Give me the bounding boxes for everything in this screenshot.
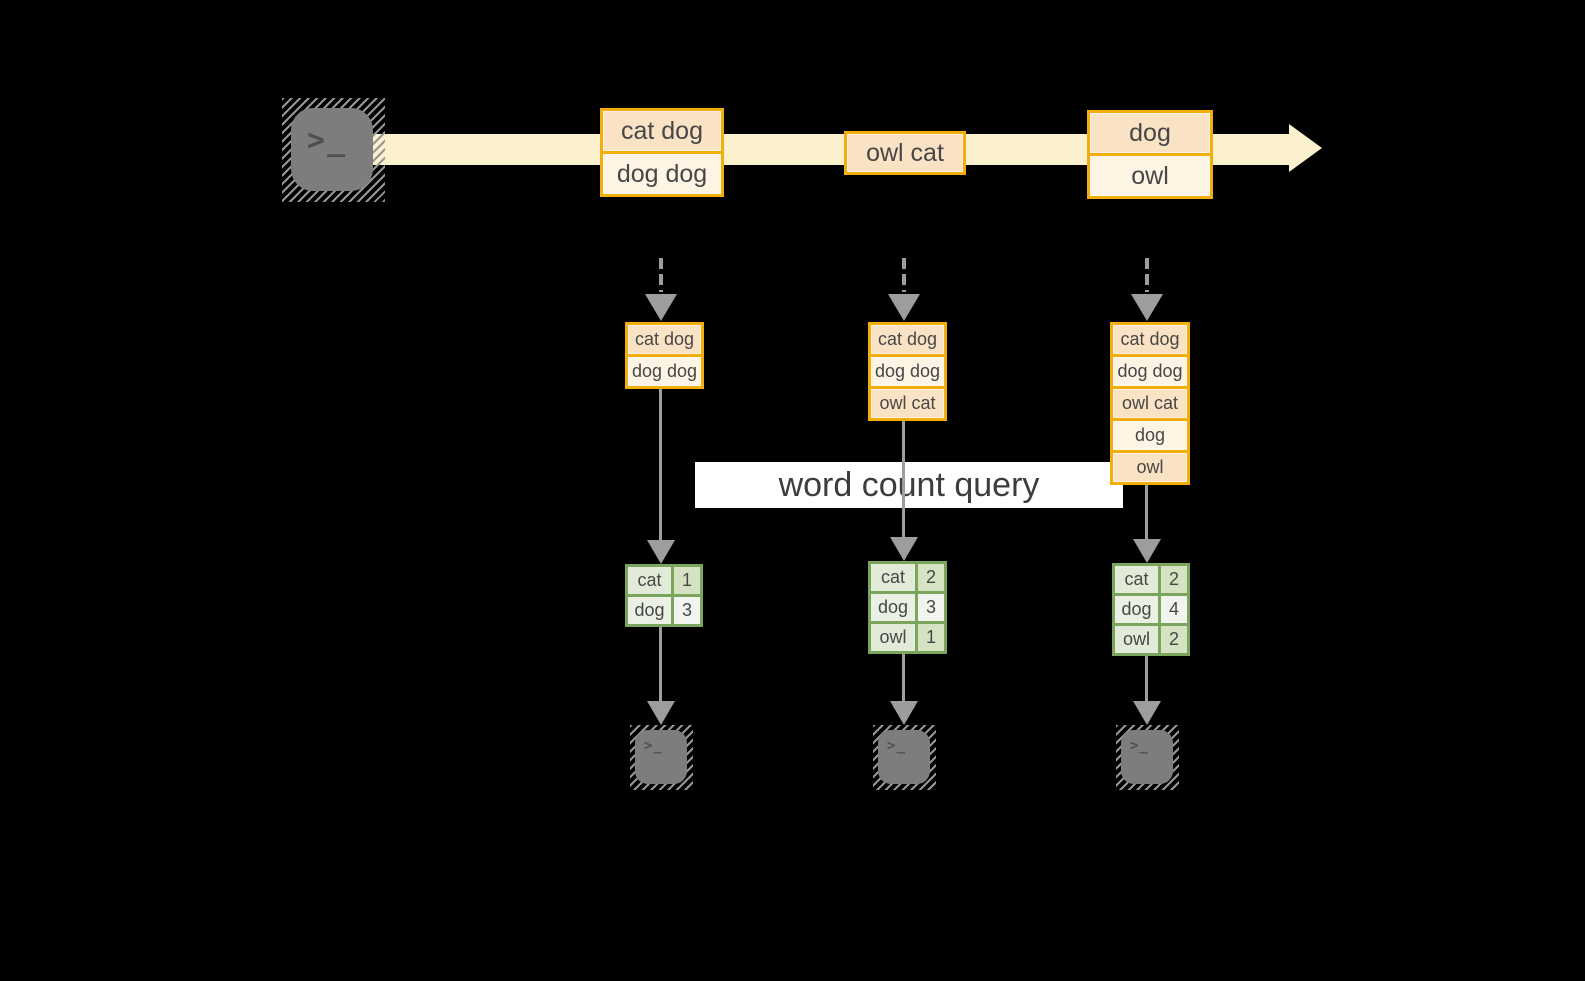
query-label: word count query	[695, 462, 1123, 508]
word-cell: owl	[871, 624, 915, 651]
terminal-body: >_	[1121, 730, 1173, 784]
flow-arrow-line	[659, 627, 662, 701]
prompt-chevron: >	[644, 738, 654, 754]
table-row: cat 1	[628, 567, 700, 594]
table-row: dog 4	[1115, 593, 1187, 623]
word-cell: cat	[1115, 566, 1158, 593]
terminal-icon: >_	[873, 725, 936, 790]
stream-event-row: cat dog	[603, 111, 721, 151]
arrowhead-icon	[1131, 294, 1163, 321]
arrowhead-icon	[647, 540, 675, 564]
flow-arrow-line	[659, 389, 662, 540]
buffered-event-row: dog	[1113, 418, 1187, 450]
stream-event-box: cat dog dog dog	[600, 108, 724, 197]
prompt-underscore: _	[1139, 738, 1149, 754]
stream-arrowhead-icon	[1289, 124, 1322, 172]
count-cell: 1	[915, 624, 944, 651]
arrowhead-icon	[1133, 701, 1161, 725]
stream-event-row: dog	[1090, 113, 1210, 153]
stream-event-row: owl	[1090, 153, 1210, 196]
prompt-chevron: >	[887, 738, 897, 754]
table-row: owl 1	[871, 621, 944, 651]
stream-event-box: dog owl	[1087, 110, 1213, 199]
arrowhead-icon	[647, 701, 675, 725]
word-cell: cat	[628, 567, 671, 594]
terminal-icon: >_	[1116, 725, 1179, 790]
terminal-body: >_	[291, 108, 373, 191]
prompt-chevron: >	[1130, 738, 1140, 754]
count-cell: 4	[1158, 596, 1187, 623]
dashed-arrow-line	[902, 258, 906, 292]
buffered-events-box: cat dog dog dog	[625, 322, 704, 389]
count-cell: 2	[1158, 626, 1187, 653]
flow-arrow-line	[902, 654, 905, 701]
buffered-event-row: cat dog	[628, 325, 701, 354]
dashed-arrow-line	[659, 258, 663, 292]
flow-arrow-line	[1145, 485, 1148, 539]
buffered-event-row: owl cat	[1113, 386, 1187, 418]
terminal-icon: >_	[630, 725, 693, 790]
count-cell: 3	[915, 594, 944, 621]
table-row: cat 2	[1115, 566, 1187, 593]
table-row: dog 3	[628, 594, 700, 624]
word-cell: dog	[1115, 596, 1158, 623]
terminal-prompt-glyph: >_	[887, 739, 906, 753]
prompt-underscore: _	[653, 738, 663, 754]
flow-arrow-line	[902, 421, 905, 537]
terminal-body: >_	[878, 730, 930, 784]
flow-arrow-line	[1145, 656, 1148, 701]
source-terminal-icon: >_	[282, 98, 385, 202]
arrowhead-icon	[1133, 539, 1161, 563]
buffered-event-row: dog dog	[871, 354, 944, 386]
count-cell: 2	[1158, 566, 1187, 593]
table-row: dog 3	[871, 591, 944, 621]
stream-event-row: owl cat	[847, 134, 963, 172]
buffered-events-box: cat dog dog dog owl cat	[868, 322, 947, 421]
buffered-event-row: owl	[1113, 450, 1187, 482]
table-row: owl 2	[1115, 623, 1187, 653]
buffered-event-row: owl cat	[871, 386, 944, 418]
word-count-table: cat 2 dog 4 owl 2	[1112, 563, 1190, 656]
word-cell: dog	[871, 594, 915, 621]
arrowhead-icon	[890, 537, 918, 561]
query-label-text: word count query	[778, 465, 1040, 504]
buffered-event-row: cat dog	[871, 325, 944, 354]
arrowhead-icon	[888, 294, 920, 321]
terminal-prompt-glyph: >_	[644, 739, 663, 753]
arrowhead-icon	[645, 294, 677, 321]
terminal-prompt-glyph: >_	[307, 126, 347, 156]
count-cell: 3	[671, 597, 700, 624]
stream-event-row: dog dog	[603, 151, 721, 194]
arrowhead-icon	[890, 701, 918, 725]
dashed-arrow-line	[1145, 258, 1149, 292]
buffered-event-row: dog dog	[1113, 354, 1187, 386]
count-cell: 1	[671, 567, 700, 594]
buffered-events-box: cat dog dog dog owl cat dog owl	[1110, 322, 1190, 485]
terminal-body: >_	[635, 730, 687, 784]
word-cell: cat	[871, 564, 915, 591]
buffered-event-row: dog dog	[628, 354, 701, 386]
prompt-chevron: >	[307, 123, 328, 158]
word-cell: owl	[1115, 626, 1158, 653]
stream-event-box: owl cat	[844, 131, 966, 175]
table-row: cat 2	[871, 564, 944, 591]
terminal-prompt-glyph: >_	[1130, 739, 1149, 753]
word-count-table: cat 2 dog 3 owl 1	[868, 561, 947, 654]
buffered-event-row: cat dog	[1113, 325, 1187, 354]
word-cell: dog	[628, 597, 671, 624]
prompt-underscore: _	[896, 738, 906, 754]
count-cell: 2	[915, 564, 944, 591]
word-count-table: cat 1 dog 3	[625, 564, 703, 627]
prompt-underscore: _	[327, 123, 348, 158]
